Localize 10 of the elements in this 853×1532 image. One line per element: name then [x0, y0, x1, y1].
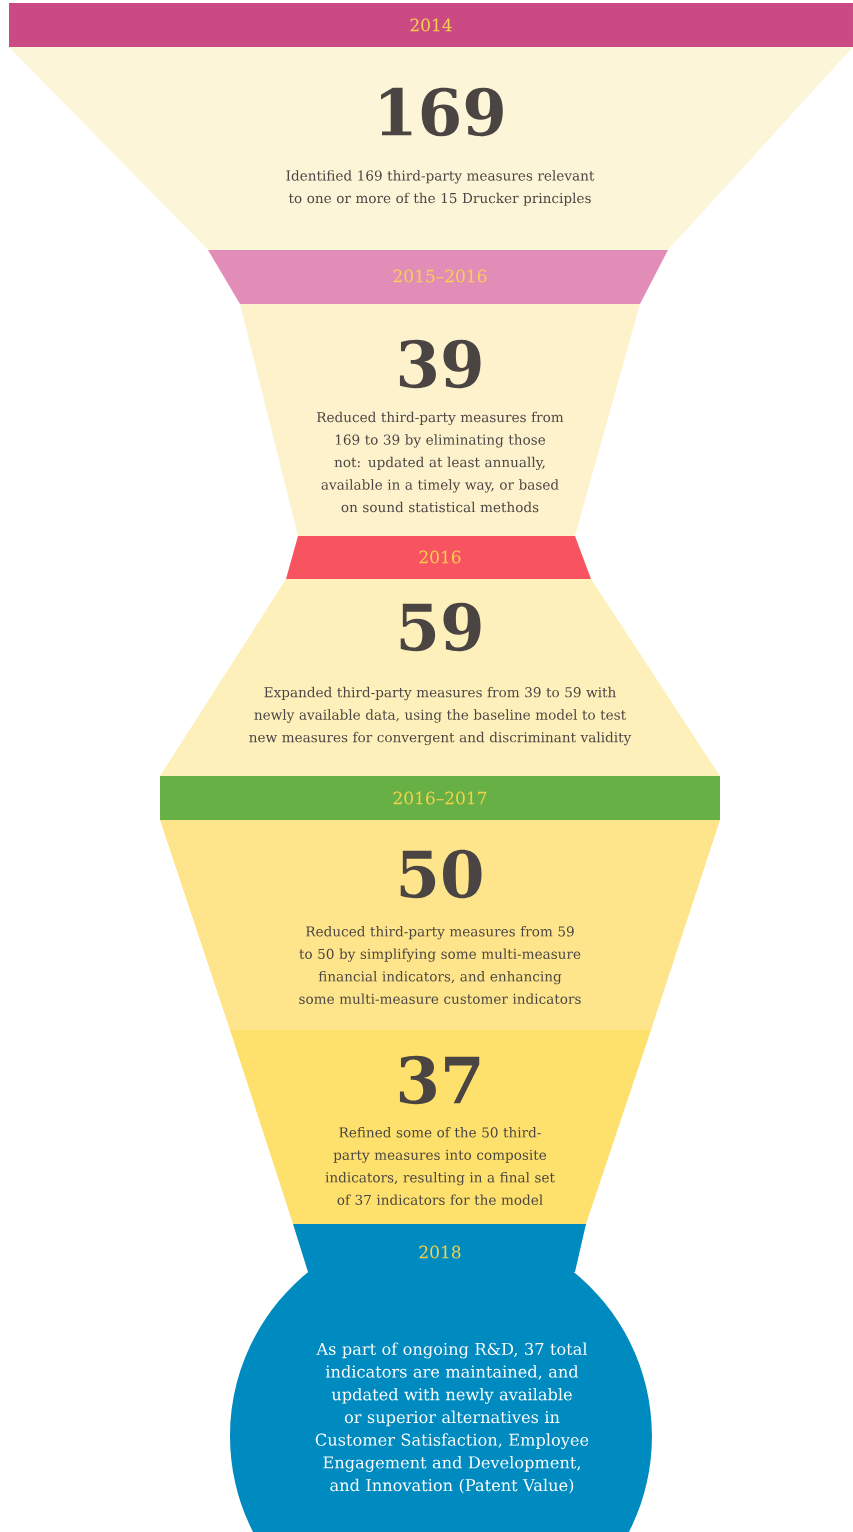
funnel-segment: 37 Refined some of the 50 third-party measures into composite indicators, resulting in a final set of 37 indicators for the model	[230, 1030, 651, 1224]
funnel-segment: 169 Identified 169 third-party measures relevant to one or more of the 15 Drucker principles	[9, 47, 853, 250]
funnel-segment: 39 Reduced third-party measures from 169 to 39 by eliminating those not: updated at least annually, available in a timely way, or based on sound statistical methods	[240, 304, 640, 536]
funnel-segment: 59 Expanded third-party measures from 39 to 59 with newly available data, using the baseline model to test new measures for convergent and discriminant validity	[160, 579, 720, 776]
year-band: 2016–2017	[160, 776, 720, 820]
year-band: 2015–2016	[208, 250, 668, 304]
year-band: 2014	[9, 3, 853, 47]
year-band: 2016	[286, 536, 591, 579]
funnel-segment: 50 Reduced third-party measures from 59 to 50 by simplifying some multi-measure financial indicators, and enhancing some multi-measure customer indicators	[160, 820, 720, 1030]
funnel-bowl: 2018 As part of ongoing R&D, 37 total indicators are maintained, and updated with newly available or superior alternatives in Customer Satisfaction, Employee Engagement and Development, and Innovation (Patent Value)	[230, 1224, 652, 1532]
